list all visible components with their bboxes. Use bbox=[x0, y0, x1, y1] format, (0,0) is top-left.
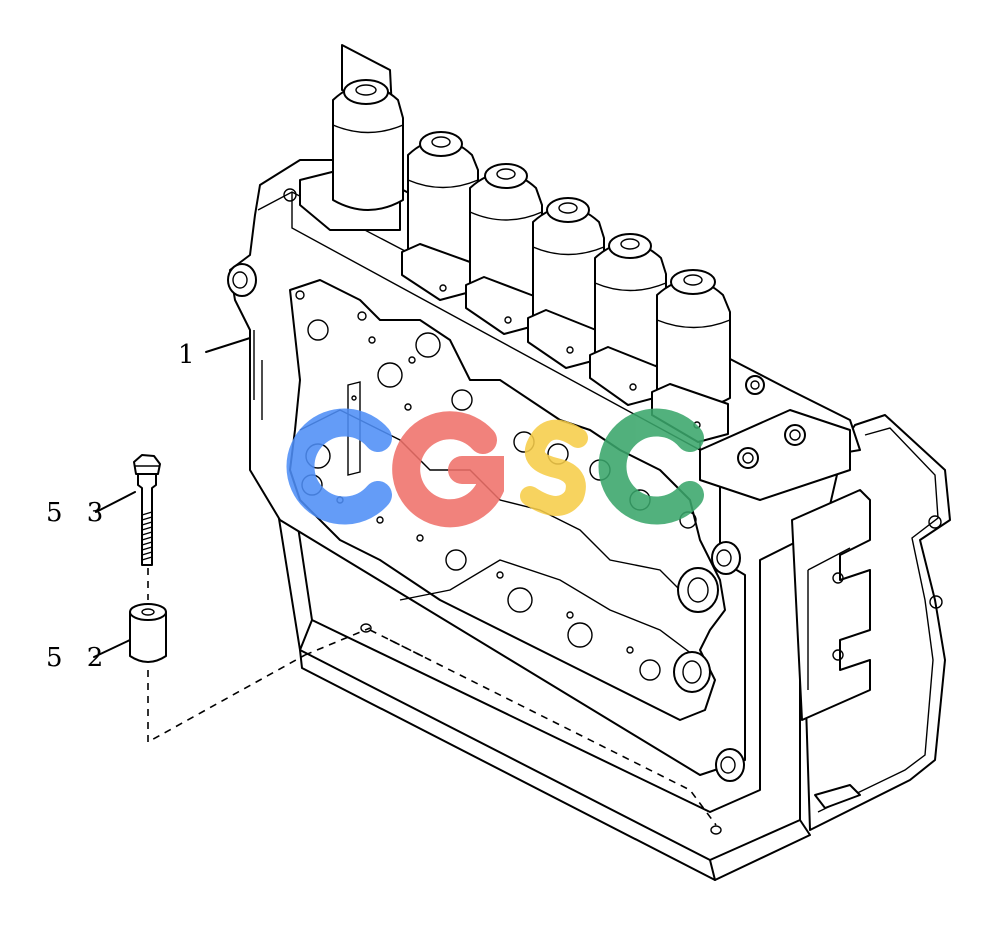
callout-item-53: 5 3 bbox=[46, 498, 112, 528]
watermark-letter-c2 bbox=[598, 408, 704, 525]
solenoid-coil bbox=[332, 79, 404, 211]
leader-lines bbox=[93, 337, 251, 658]
callout-item-1: 1 bbox=[178, 340, 203, 370]
cgsc-watermark bbox=[286, 408, 704, 528]
bolt-part bbox=[133, 454, 161, 566]
solenoid-coil bbox=[651, 269, 731, 443]
watermark-letter-c1 bbox=[286, 408, 392, 525]
assembly-guide-lines bbox=[147, 568, 717, 826]
watermark-letter-g bbox=[392, 411, 504, 528]
solenoid-coil bbox=[401, 131, 479, 301]
mounting-bracket bbox=[267, 439, 811, 881]
solenoid-coil bbox=[465, 163, 543, 335]
side-plate bbox=[791, 414, 951, 831]
solenoid-coil bbox=[527, 197, 605, 369]
callout-item-52: 5 2 bbox=[46, 643, 112, 673]
solenoid-coil bbox=[589, 233, 667, 406]
watermark-letter-s bbox=[520, 419, 588, 516]
spacer-part bbox=[129, 603, 167, 663]
